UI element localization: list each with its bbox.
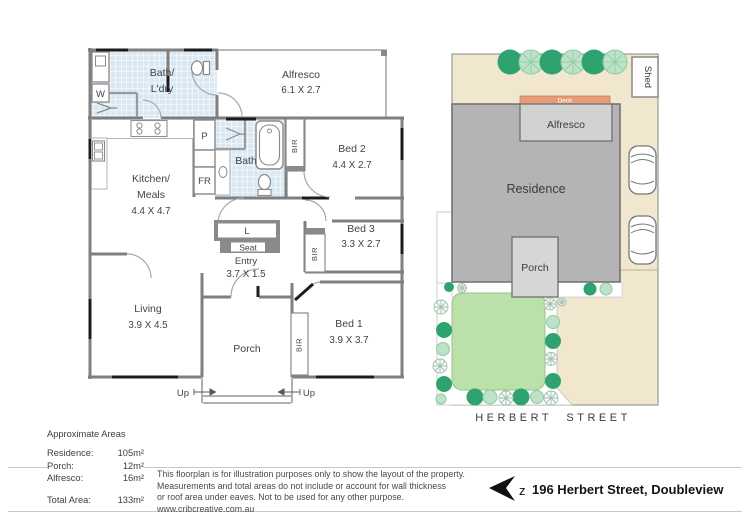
area-value: 12m² [122,460,144,471]
dim-living: 3.9 X 4.5 [128,320,168,331]
washing-machine [91,83,110,103]
floorplan: Bath/ L'dry W Alfresco 6.1 X 2.7 Kitchen… [88,48,404,404]
label-bed1: Bed 1 [335,318,363,330]
bed1-robe [290,312,309,376]
label-bath-laundry-2: L'dry [151,83,174,95]
laundry-trough [91,51,110,83]
dim-bed3: 3.3 X 2.7 [341,239,380,250]
kitchen-sink [91,140,106,162]
car-1 [628,145,657,195]
label-seat: Seat [239,243,257,253]
vanity [215,149,231,196]
windows-and-jambs [88,48,404,379]
area-label: Residence: [47,448,94,458]
disclaimer-line: Measurements and total areas do not incl… [157,480,446,491]
label-bir-bed2: BIR [290,139,299,153]
label-living: Living [134,303,162,315]
alfresco-corner-post [381,50,387,56]
shower-laundry-icon [96,102,117,114]
door-arcs [126,69,331,298]
label-washer: W [96,89,105,100]
disclaimer-line: or roof area under eaves. Not to be used… [157,492,404,503]
property-address: 196 Herbert Street, Doubleview [532,482,724,497]
dim-kitchen: 4.4 X 4.7 [131,206,170,217]
dim-bed2: 4.4 X 2.7 [332,160,371,171]
label-site-deck: Deck [558,98,574,105]
bathtub [255,120,284,170]
bed3-robe [304,228,326,273]
label-porch: Porch [233,343,261,355]
alfresco-outline [218,49,387,117]
label-linen: L [244,226,249,237]
area-row-residence: Residence: 105m² [47,447,144,460]
hedge-trees [497,49,628,75]
cabinet-box [193,149,216,168]
divider-top [8,467,742,468]
label-entry: Entry [235,256,257,267]
bed2-robe [285,118,305,172]
label-bed3: Bed 3 [347,223,375,235]
label-bir-bed1: BIR [295,338,304,352]
crib-creative-logo: z [487,474,526,504]
area-row-porch: Porch: 12m² [47,460,144,473]
siteplan: Residence Alfresco Deck Porch Shed HERBE… [432,49,659,424]
area-label: Porch: [47,460,74,471]
area-value: 133m² [117,494,144,505]
porch-steps [201,377,293,404]
area-value: 105m² [117,448,144,458]
logo-letter: z [519,482,526,498]
entry-seat [220,241,280,253]
cooktop [130,119,168,138]
site-alfresco [519,103,613,142]
side-path [436,211,453,284]
label-kitchen-2: Meals [137,189,165,201]
lawn [451,292,546,391]
label-alfresco: Alfresco [282,69,320,81]
north-arrow-icon [489,476,515,501]
garden-shrubs-dark [436,282,597,406]
area-label: Alfresco: [47,473,84,484]
label-bir-bed3: BIR [310,247,319,261]
disclaimer: This floorplan is for illustration purpo… [157,469,502,516]
site-shed [631,56,659,98]
shower-bath-icon [225,127,246,141]
area-label: Total Area: [47,494,91,505]
disclaimer-line: This floorplan is for illustration purpo… [157,469,465,479]
label-site-porch: Porch [521,262,549,274]
disclaimer-link: www.cribcreative.com.au [157,504,255,515]
label-bed2: Bed 2 [338,143,366,155]
areas-title: Approximate Areas [47,429,126,439]
label-bath-laundry-1: Bath/ [150,67,175,79]
area-row-total: Total Area: 133m² [47,494,144,507]
label-kitchen-1: Kitchen/ [132,173,170,185]
label-site-residence: Residence [506,182,565,196]
label-fridge: FR [198,176,211,187]
dim-bed1: 3.9 X 3.7 [329,335,368,346]
linen-cupboard [214,220,280,241]
toilet-laundry [190,60,211,76]
site-porch [511,236,559,298]
car-2 [628,215,657,265]
toilet-bath [257,173,272,197]
label-street: HERBERT STREET [475,412,631,424]
label-up-right: Up [303,388,315,399]
up-arrow-left [193,388,217,396]
label-site-shed: Shed [642,66,653,88]
area-row-alfresco: Alfresco: 16m² [47,472,144,485]
dim-alfresco: 6.1 X 2.7 [281,85,320,96]
garden-flowers [432,283,567,406]
dim-entry: 3.7 X 1.5 [226,269,266,280]
label-bath: Bath [235,155,257,167]
label-pantry: P [201,131,207,142]
areas-table: Approximate Areas Residence: 105m² Porch… [47,429,144,507]
divider-bottom [8,511,742,512]
up-arrow-right [277,388,301,396]
garden-shrubs-light [435,282,613,405]
label-up-left: Up [177,388,189,399]
area-value: 16m² [122,473,144,484]
label-site-alfresco: Alfresco [547,119,585,131]
